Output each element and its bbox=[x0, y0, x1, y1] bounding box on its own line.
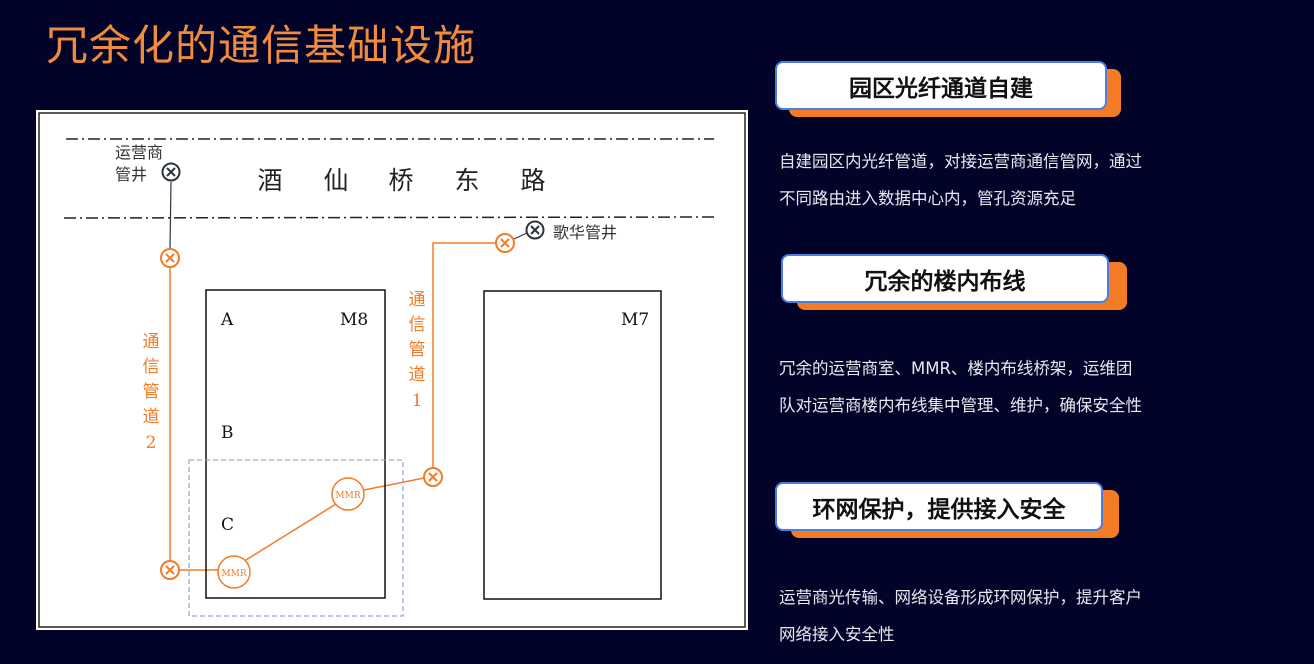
manhole-icon bbox=[423, 467, 443, 487]
description-line: 不同路由进入数据中心内，管孔资源充足 bbox=[779, 189, 1076, 208]
section-heading-text: 环网保护，提供接入安全 bbox=[775, 482, 1103, 531]
gehua-link-line bbox=[513, 232, 528, 240]
building-m8-label: M8 bbox=[340, 310, 368, 330]
conduit-1-label: 管 bbox=[409, 340, 426, 360]
manhole-icon bbox=[160, 560, 180, 580]
description-line: 网络接入安全性 bbox=[779, 625, 895, 644]
operator-well-label: 运营商 bbox=[115, 143, 163, 162]
building-m7-label: M7 bbox=[621, 310, 649, 330]
building-m7 bbox=[483, 290, 662, 600]
diagram-background bbox=[36, 110, 748, 630]
conduit-1-label: 道 bbox=[409, 365, 426, 385]
conduit-2-label: 信 bbox=[143, 357, 160, 377]
road-char: 路 bbox=[520, 166, 545, 195]
road-char: 东 bbox=[454, 166, 479, 195]
conduit-2-label: 管 bbox=[143, 382, 160, 402]
manhole-icon bbox=[495, 233, 515, 253]
building-m8 bbox=[205, 289, 386, 599]
manhole-icon bbox=[160, 248, 180, 268]
operator-well-label: 管井 bbox=[115, 165, 147, 184]
description-line: 运营商光传输、网络设备形成环网保护，提升客户 bbox=[779, 588, 1142, 607]
diagram-border bbox=[38, 112, 746, 628]
conduit-2-label: 道 bbox=[143, 407, 160, 427]
conduit-2-label: 通 bbox=[143, 332, 160, 352]
mmr-node: MMR bbox=[331, 477, 365, 511]
road-char: 桥 bbox=[388, 166, 413, 195]
description-line: 队对运营商楼内布线集中管理、维护，确保安全性 bbox=[779, 396, 1142, 415]
road-edge-bottom bbox=[63, 216, 715, 219]
conduit-1-label: 1 bbox=[412, 391, 423, 411]
road-name: 酒 仙 桥 东 路 bbox=[257, 166, 545, 195]
section-heading-text: 园区光纤通道自建 bbox=[775, 61, 1107, 110]
mmr-node: MMR bbox=[217, 555, 251, 589]
conduit-1-link bbox=[363, 477, 425, 491]
zone-b-label: B bbox=[221, 423, 234, 443]
zone-a-label: A bbox=[220, 310, 234, 330]
section-description: 冗余的运营商室、MMR、楼内布线桥架，运维团 队对运营商楼内布线集中管理、维护，… bbox=[779, 350, 1249, 424]
redundancy-zone bbox=[188, 459, 404, 617]
description-line: 冗余的运营商室、MMR、楼内布线桥架，运维团 bbox=[779, 359, 1133, 378]
gehua-well-label: 歌华管井 bbox=[553, 223, 617, 242]
conduit-1-label: 通 bbox=[409, 290, 426, 310]
road-char: 酒 bbox=[257, 166, 282, 195]
description-line: 自建园区内光纤管道，对接运营商通信管网，通过 bbox=[779, 152, 1142, 171]
gehua-well-icon bbox=[525, 220, 545, 240]
section-description: 运营商光传输、网络设备形成环网保护，提升客户 网络接入安全性 bbox=[779, 579, 1249, 653]
conduit-1-line bbox=[432, 242, 496, 468]
section-heading-text: 冗余的楼内布线 bbox=[781, 254, 1109, 303]
section-description: 自建园区内光纤管道，对接运营商通信管网，通过 不同路由进入数据中心内，管孔资源充… bbox=[779, 143, 1249, 217]
operator-well-icon bbox=[161, 162, 181, 182]
mmr-label: MMR bbox=[221, 569, 246, 579]
operator-link-line bbox=[169, 181, 172, 249]
road-char: 仙 bbox=[323, 166, 348, 195]
conduit-2-label: 2 bbox=[146, 433, 157, 453]
mmr-link-line bbox=[245, 503, 337, 561]
mmr-label: MMR bbox=[335, 491, 360, 501]
conduit-1-label: 信 bbox=[409, 315, 426, 335]
zone-c-label: C bbox=[221, 515, 234, 535]
page-title: 冗余化的通信基础设施 bbox=[46, 21, 477, 70]
